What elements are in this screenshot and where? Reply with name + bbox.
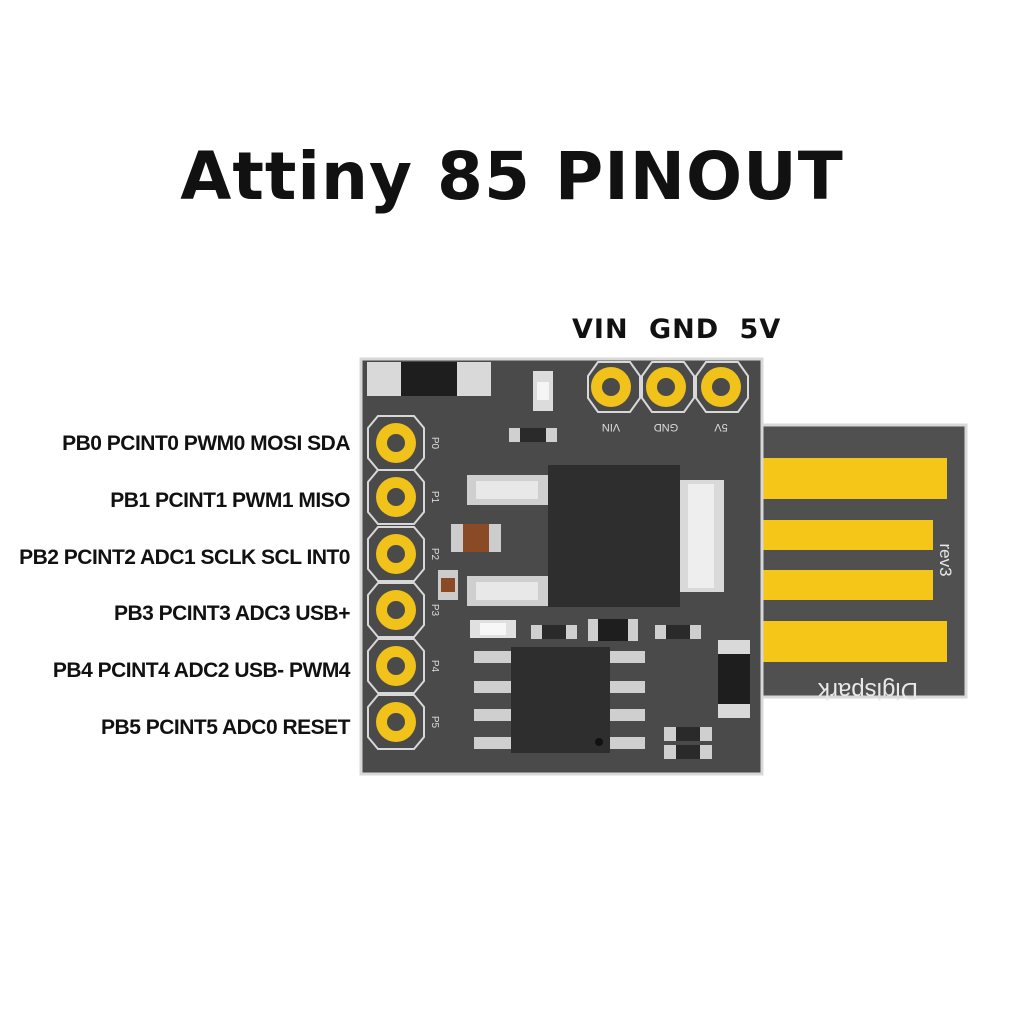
chip-body <box>511 647 610 753</box>
smd-pad-right <box>457 362 491 396</box>
led-lens <box>537 382 549 400</box>
silk-p4: P4 <box>429 660 440 673</box>
silk-p2: P2 <box>429 548 440 561</box>
smd-pad-left <box>367 362 401 396</box>
silk-p3: P3 <box>429 604 440 617</box>
regulator-pin-top-inner <box>476 481 538 499</box>
led-resistor-center <box>480 623 506 635</box>
chip-leg-left-4 <box>474 737 514 749</box>
usb-contact-3 <box>760 570 933 600</box>
chip-pin1-dot <box>595 738 603 746</box>
hole-p2 <box>387 545 405 563</box>
chip-leg-right-2 <box>605 681 645 693</box>
chip-leg-right-1 <box>605 651 645 663</box>
resistor-mid-body <box>542 625 566 639</box>
silk-p0: P0 <box>429 437 440 450</box>
resistor-bottom-1-body <box>676 727 700 741</box>
resistor-right-body <box>666 625 690 639</box>
pin-label-p0: PB0 PCINT0 PWM0 MOSI SDA <box>62 432 350 455</box>
gnd-label: GND <box>648 314 720 345</box>
chip-leg-right-3 <box>605 709 645 721</box>
usb-contact-4 <box>760 621 947 662</box>
5v-label: 5V <box>739 314 782 345</box>
pin-label-p1: PB1 PCINT1 PWM1 MISO <box>110 489 350 512</box>
hole-p3 <box>387 601 405 619</box>
hole-gnd <box>657 378 675 396</box>
power-header: VIN GND 5V <box>587 361 749 433</box>
regulator-tab-highlight <box>688 484 714 588</box>
rev-silkscreen: rev3 <box>936 543 955 576</box>
silk-p1: P1 <box>429 491 440 504</box>
silk-vin: VIN <box>602 421 620 433</box>
hole-5v <box>712 378 730 396</box>
diode-mid-body <box>598 619 628 641</box>
hole-p5 <box>387 713 405 731</box>
pin-label-p4: PB4 PCINT4 ADC2 USB- PWM4 <box>52 659 351 682</box>
page-title: Attiny 85 PINOUT <box>180 138 844 215</box>
hole-p4 <box>387 657 405 675</box>
usb-contact-1 <box>760 458 947 499</box>
hole-vin <box>602 378 620 396</box>
silk-gnd: GND <box>654 421 679 433</box>
regulator-pin-bottom-inner <box>476 582 538 600</box>
silk-5v: 5V <box>714 421 728 433</box>
left-header: P0 P1 P2 P3 P4 P5 <box>367 415 440 750</box>
chip-leg-left-2 <box>474 681 514 693</box>
diode-body <box>401 362 457 396</box>
hole-p0 <box>387 434 405 452</box>
chip-leg-right-4 <box>605 737 645 749</box>
silk-p5: P5 <box>429 716 440 729</box>
power-pin-labels: VIN GND 5V <box>572 314 791 345</box>
resistor-bottom-2-body <box>676 745 700 759</box>
pin-label-p3: PB3 PCINT3 ADC3 USB+ <box>113 602 351 625</box>
chip-leg-left-3 <box>474 709 514 721</box>
voltage-regulator <box>548 465 680 607</box>
chip-leg-left-1 <box>474 651 514 663</box>
attiny85-chip <box>474 647 645 753</box>
pin-label-p2: PB2 PCINT2 ADC1 SCLK SCL INT0 <box>19 546 350 569</box>
capacitor-small-body <box>441 578 455 592</box>
resistor-top-body <box>520 428 546 442</box>
vin-label: VIN <box>572 314 629 345</box>
hole-p1 <box>387 488 405 506</box>
zener-diode-body <box>718 654 750 704</box>
pin-label-p5: PB5 PCINT5 ADC0 RESET <box>101 716 350 739</box>
capacitor-left-body <box>463 524 489 552</box>
usb-contact-2 <box>760 520 933 550</box>
brand-silkscreen: Digispark <box>817 677 918 704</box>
